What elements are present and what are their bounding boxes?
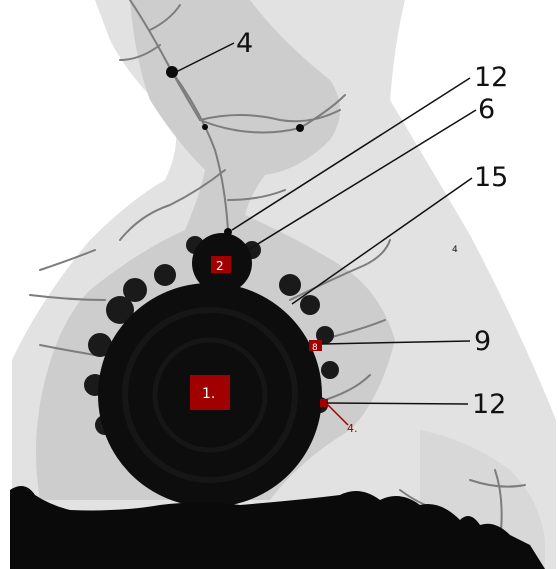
stray-mark: 4 [452,245,458,255]
main-bulb-inner-ring [122,307,298,483]
callout-15: 15 [474,162,508,193]
period-8-marker [309,340,322,351]
period-2-label: 2 [216,259,224,273]
period-4-small-label: 4. [347,422,358,435]
period-2-marker [211,256,231,273]
bottom-black-mass [10,486,545,569]
filaments [29,0,526,541]
callout-4-top: 4 [236,28,253,59]
period-1-marker [190,375,230,410]
period-1-label: 1. [202,386,215,402]
period-4-marker [320,399,328,407]
callout-6: 6 [478,94,495,125]
main-bulb-inner-ring-2 [152,337,268,453]
callout-12-upper: 12 [474,62,508,93]
filament-nodes [166,66,304,236]
period-8-label: 8 [312,343,318,353]
callout-lines [175,42,477,426]
callout-12-lower: 12 [472,389,506,420]
callout-9: 9 [474,326,491,357]
